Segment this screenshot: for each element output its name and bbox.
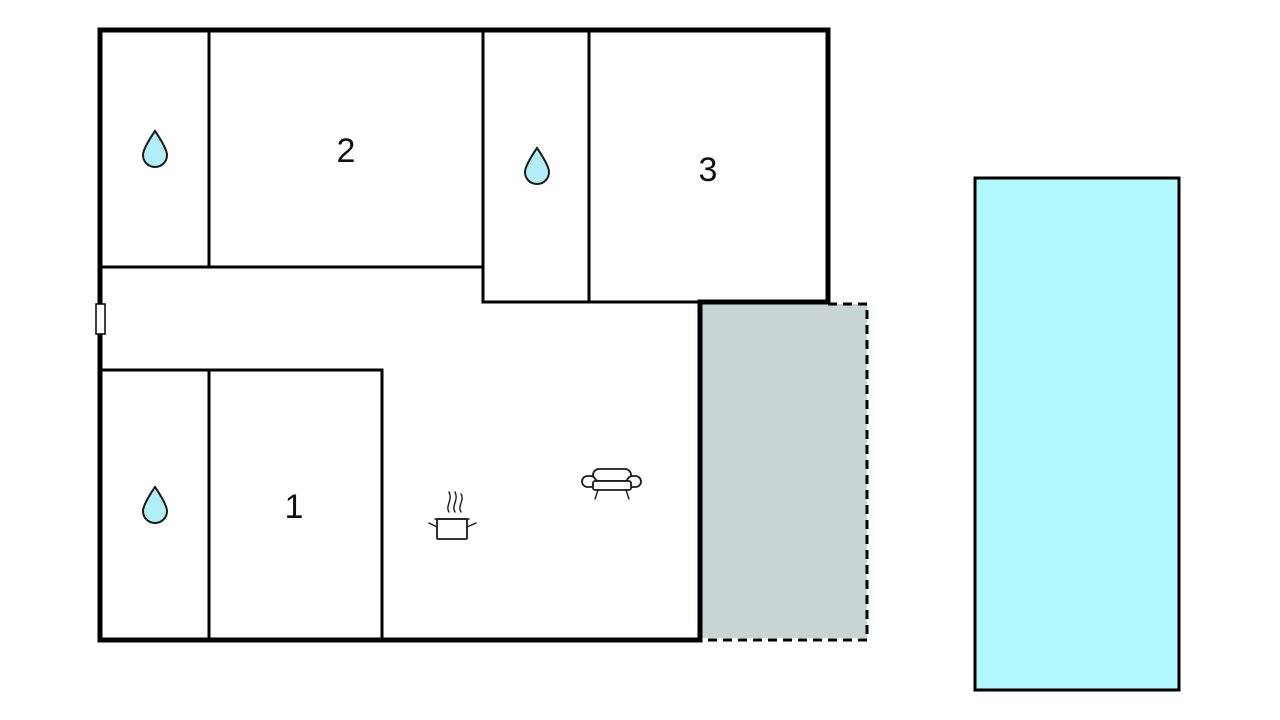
water-drop-icon [141, 129, 169, 169]
entrance-door [95, 303, 106, 335]
armchair-icon [581, 468, 642, 500]
room-label-2: 2 [337, 132, 356, 170]
room-label-1: 1 [285, 488, 304, 526]
terrace-area [700, 304, 867, 638]
terrace-dashed-border [700, 302, 869, 642]
water-drop-icon [141, 485, 169, 525]
room-label-3: 3 [699, 151, 718, 189]
water-drop-icon [523, 146, 551, 186]
swimming-pool [973, 176, 1181, 692]
cooking-pot-icon [428, 491, 477, 540]
